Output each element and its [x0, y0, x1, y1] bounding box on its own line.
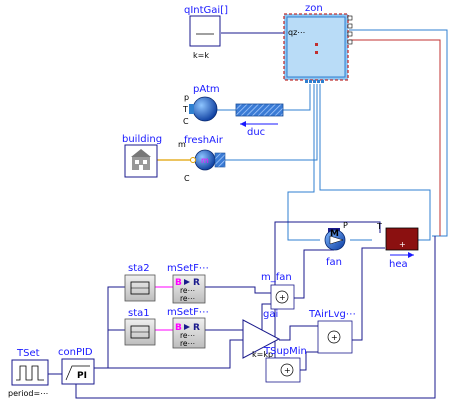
- conpid-symbol: PI: [77, 371, 87, 381]
- msetfan2-from: B: [175, 278, 182, 288]
- gain-label: gai: [263, 309, 278, 320]
- msetfan1-block[interactable]: mSetF⋯ B R re⋯ re⋯: [167, 307, 209, 349]
- building-block[interactable]: building: [122, 134, 162, 178]
- fan-port-label: P: [343, 221, 348, 230]
- sta2-block[interactable]: sta2: [124, 263, 156, 302]
- zone-port-label: qz⋯: [288, 28, 305, 37]
- gain-block[interactable]: gai k=kp: [242, 309, 281, 359]
- msetfan1-to: R: [193, 323, 200, 333]
- gain-param: k=kp: [252, 350, 273, 359]
- msetfan2-block[interactable]: mSetF⋯ B R re⋯ re⋯: [167, 263, 209, 304]
- connection-tairlvg-hea: [352, 247, 385, 341]
- connection-msetf1-mfan: [205, 303, 271, 331]
- connection-zon-fan: [287, 84, 320, 241]
- heater-port-label: T: [376, 222, 382, 231]
- heater-label: hea: [389, 259, 408, 270]
- freshair-symbol: m: [201, 156, 209, 165]
- heater-plus-glyph: +: [399, 240, 406, 249]
- connection-zon-right-2: [349, 39, 441, 236]
- tset-param: period=⋯: [8, 389, 48, 398]
- tsupmin-block[interactable]: TSupMin +: [263, 346, 307, 383]
- heater-block[interactable]: T + hea: [376, 222, 419, 270]
- msetfan2-to: R: [193, 278, 200, 288]
- sta1-block[interactable]: sta1: [124, 308, 156, 346]
- conpid-label: conPID: [58, 347, 93, 358]
- patm-label: pAtm: [193, 84, 220, 95]
- freshair-port-c: C: [184, 174, 190, 183]
- connection-gai-tairlvg: [279, 325, 318, 341]
- patm-port-c: C: [183, 117, 189, 126]
- tairlvg-block[interactable]: TAirLvg⋯ +: [308, 309, 356, 354]
- building-label: building: [122, 134, 162, 145]
- connection-feedback: [75, 236, 436, 399]
- msetfan2-label: mSetF⋯: [167, 263, 209, 274]
- duct-label: duc: [247, 127, 265, 138]
- tset-label: TSet: [16, 348, 40, 359]
- tset-block[interactable]: TSet period=⋯: [8, 348, 49, 398]
- msetfan1-row1: re⋯: [180, 331, 195, 340]
- connection-hea-zon: [319, 84, 431, 241]
- patm-block[interactable]: pAtm p T C: [182, 84, 220, 126]
- msetfan2-row1: re⋯: [180, 286, 195, 295]
- qintgai-param: k=k: [193, 51, 209, 60]
- msetfan2-row2: re⋯: [180, 294, 195, 303]
- tsupmin-plus: +: [284, 366, 291, 375]
- duct-block[interactable]: duc: [235, 103, 284, 138]
- connection-freshair-zon: [225, 84, 318, 161]
- connection-conpid-gai: [94, 339, 243, 369]
- fan-m-glyph: M: [330, 229, 339, 239]
- freshair-block[interactable]: freshAir m C m: [178, 135, 226, 183]
- m-fan-label: m_fan: [261, 272, 292, 283]
- qintgai-block[interactable]: qIntGai[] k=k: [184, 5, 228, 60]
- msetfan1-row2: re⋯: [180, 339, 195, 348]
- msetfan1-label: mSetF⋯: [167, 307, 209, 318]
- fan-block[interactable]: P M fan: [324, 221, 348, 268]
- sta1-label: sta1: [128, 308, 150, 319]
- zone-label: zon: [305, 3, 323, 14]
- zone-block[interactable]: zon qz⋯: [283, 3, 353, 83]
- connection-mfan-fan: [294, 249, 334, 299]
- freshair-label: freshAir: [184, 135, 224, 146]
- msetfan1-from: B: [175, 323, 182, 333]
- connection-duc-zon: [283, 84, 311, 111]
- connection-zon-right: [349, 29, 448, 237]
- m-fan-block[interactable]: m_fan +: [261, 272, 295, 310]
- connection-tsupmin: [300, 351, 318, 371]
- patm-port-t: T: [182, 105, 188, 114]
- freshair-port-m: m: [178, 140, 186, 149]
- sta2-label: sta2: [128, 263, 150, 274]
- connection-conpid-sta2: [94, 286, 125, 369]
- tairlvg-label: TAirLvg⋯: [308, 309, 356, 320]
- tsupmin-label: TSupMin: [263, 346, 307, 357]
- conpid-block[interactable]: conPID PI: [58, 347, 95, 385]
- patm-port-p: p: [184, 93, 189, 102]
- m-fan-plus: +: [279, 293, 286, 302]
- connection-msetf2-mfan: [205, 286, 271, 294]
- qintgai-label: qIntGai[]: [184, 5, 228, 16]
- tairlvg-plus: +: [331, 333, 338, 342]
- fan-label: fan: [326, 257, 342, 268]
